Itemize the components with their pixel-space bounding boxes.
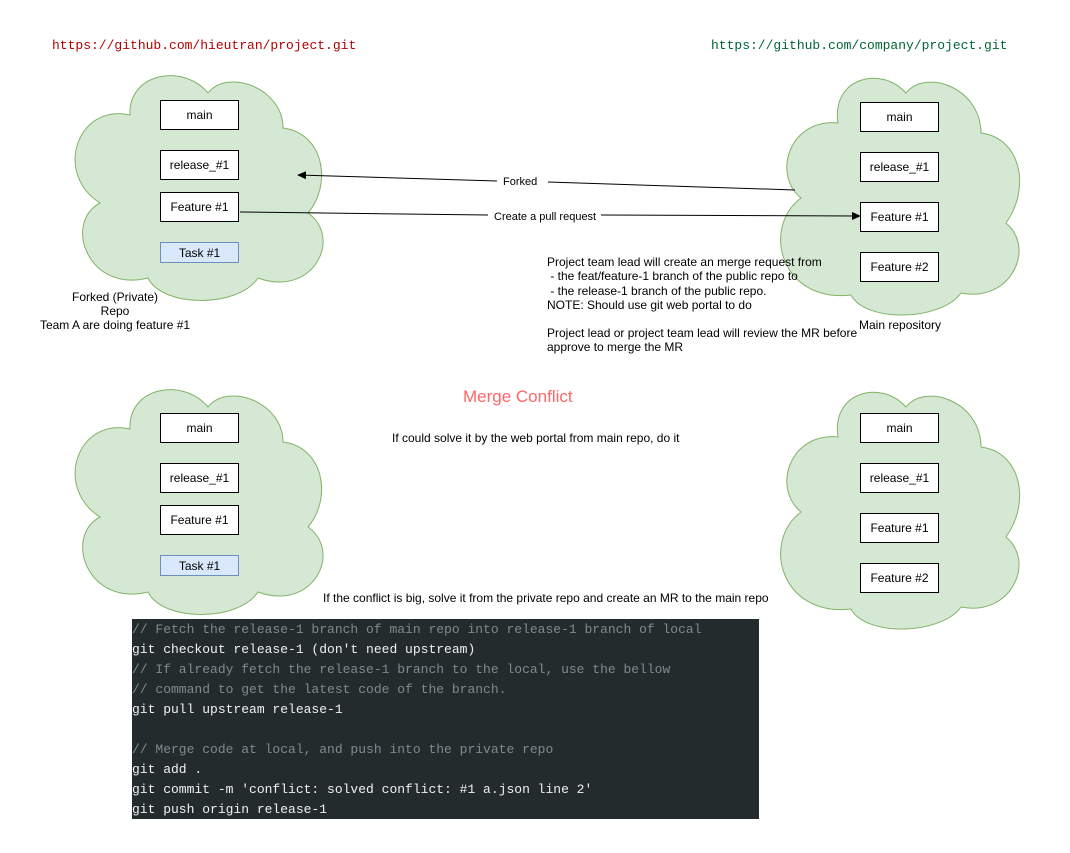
note-line: approve to merge the MR xyxy=(547,340,684,355)
note-line: - the feat/feature-1 branch of the publi… xyxy=(547,269,798,284)
code-line xyxy=(132,720,759,740)
code-line: git add . xyxy=(132,762,203,777)
code-line: git commit -m 'conflict: solved conflict… xyxy=(132,782,593,797)
branch-release-main-repo: release_#1 xyxy=(860,152,939,182)
branch-release-private-bottom: release_#1 xyxy=(160,463,239,493)
private-repo-caption-line-2: Repo xyxy=(100,304,130,318)
forked-arrow xyxy=(297,171,796,191)
code-block: // Fetch the release-1 branch of main re… xyxy=(132,619,759,819)
code-line: // command to get the latest code of the… xyxy=(132,682,507,697)
branch-feature-1-private-bottom: Feature #1 xyxy=(160,505,239,535)
private-repo-caption-line-3: Team A are doing feature #1 xyxy=(39,318,191,332)
branch-main-main-repo: main xyxy=(860,102,939,132)
cloud-private-repo xyxy=(74,75,324,301)
note-line: Project lead or project team lead will r… xyxy=(547,326,858,341)
main-repo-caption: Main repository xyxy=(859,318,942,332)
code-line: // Merge code at local, and push into th… xyxy=(132,742,554,757)
private-repo-caption-line-1: Forked (Private) xyxy=(71,290,159,304)
private-repo-caption: Forked (Private) Repo Team A are doing f… xyxy=(35,290,195,332)
main-repo-url[interactable]: https://github.com/company/project.git xyxy=(711,38,1008,53)
forked-label: Forked xyxy=(503,175,538,189)
branch-feature-2-main-repo: Feature #2 xyxy=(860,252,939,282)
pull-request-arrow xyxy=(239,211,861,220)
cloud-main-repo xyxy=(780,77,1021,316)
merge-request-note: Project team lead will create an merge r… xyxy=(547,255,857,355)
code-line: git checkout release-1 (don't need upstr… xyxy=(132,642,476,657)
branch-feature-1-main-repo: Feature #1 xyxy=(860,202,939,232)
big-conflict-note: If the conflict is big, solve it from th… xyxy=(323,591,769,605)
branch-feature-1-main-repo-bottom: Feature #1 xyxy=(860,513,939,543)
code-line: git push origin release-1 xyxy=(132,802,328,817)
web-portal-note: If could solve it by the web portal from… xyxy=(392,431,680,445)
cloud-main-repo-bottom xyxy=(780,391,1021,630)
note-line: - the release-1 branch of the public rep… xyxy=(547,283,767,298)
branch-main-main-repo-bottom: main xyxy=(860,413,939,443)
branch-main-private: main xyxy=(160,100,239,130)
branch-feature-1-private: Feature #1 xyxy=(160,192,239,222)
task-1-private-bottom: Task #1 xyxy=(160,555,239,576)
branch-main-private-bottom: main xyxy=(160,413,239,443)
note-line: NOTE: Should use git web portal to do xyxy=(547,297,752,312)
task-1-private: Task #1 xyxy=(160,242,239,263)
merge-conflict-title: Merge Conflict xyxy=(463,387,573,406)
code-line: // Fetch the release-1 branch of main re… xyxy=(132,622,702,637)
branch-feature-2-main-repo-bottom: Feature #2 xyxy=(860,563,939,593)
code-line: git pull upstream release-1 xyxy=(132,702,343,717)
branch-release-main-repo-bottom: release_#1 xyxy=(860,463,939,493)
code-line: // If already fetch the release-1 branch… xyxy=(132,662,671,677)
note-line: Project team lead will create an merge r… xyxy=(547,255,822,269)
note-line xyxy=(547,312,857,326)
branch-release-private: release_#1 xyxy=(160,150,239,180)
private-repo-url[interactable]: https://github.com/hieutran/project.git xyxy=(52,38,357,53)
pull-request-label: Create a pull request xyxy=(494,210,597,224)
cloud-private-repo-bottom xyxy=(74,389,324,615)
